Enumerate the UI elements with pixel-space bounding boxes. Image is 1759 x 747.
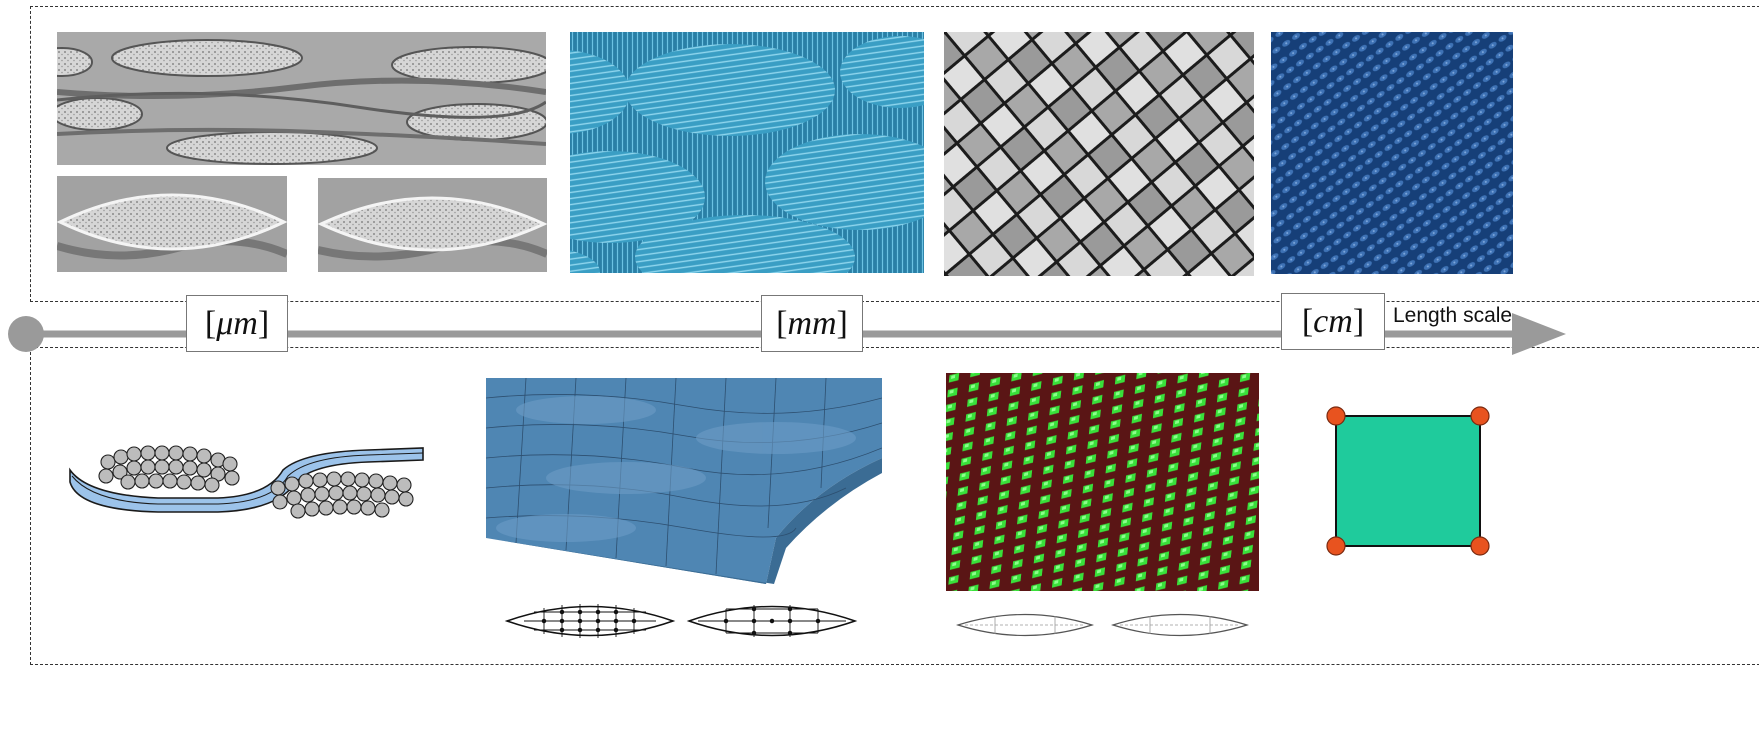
scale-tick-micrometer: [μm]: [186, 295, 288, 352]
scale-tick-centimeter: [cm]: [1281, 293, 1385, 350]
knitted-fabric-photo-blue: [1271, 32, 1513, 274]
shell-element: [1326, 406, 1490, 556]
shell-section-left: [955, 608, 1095, 642]
axis-label: Length scale: [1393, 304, 1513, 327]
yarn-cross-section-left: [57, 176, 287, 272]
yarn-cross-section-right: [318, 178, 547, 272]
node-top-left: [1326, 406, 1346, 426]
shell-section-right: [1110, 608, 1250, 642]
node-bottom-left: [1326, 536, 1346, 556]
woven-fabric-photo-grayscale: [944, 32, 1254, 276]
woven-yarn-sem-micrograph: [570, 32, 924, 273]
fabric-simulation-render: [946, 373, 1259, 591]
fiber-bundle-sketch: [68, 440, 428, 525]
fiber-circles-right: [270, 471, 414, 519]
fiber-circles-left: [98, 445, 240, 493]
fiber-cross-section-micrograph: [57, 32, 546, 165]
yarn-section-mesh-fine: [504, 598, 676, 644]
yarn-section-mesh-coarse: [686, 598, 858, 644]
yarn-fem-mesh: [486, 378, 882, 584]
scale-tick-millimeter: [mm]: [761, 295, 863, 352]
node-top-right: [1470, 406, 1490, 426]
experimental-frame: [30, 6, 1759, 302]
modelling-frame: [30, 347, 1759, 665]
node-bottom-right: [1470, 536, 1490, 556]
